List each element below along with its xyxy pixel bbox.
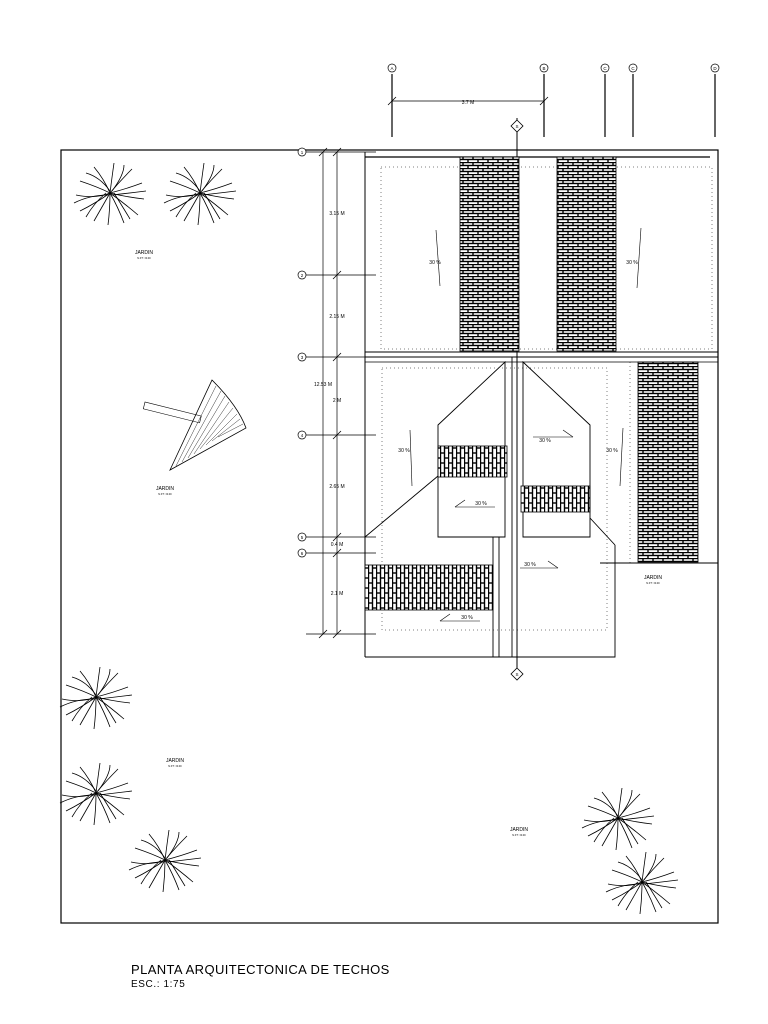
axis-label-c1: C: [603, 66, 607, 71]
axis-label-6: 6: [301, 551, 304, 556]
drawing-scale: ESC.: 1:75: [131, 979, 186, 990]
slope-label-6: 30 %: [475, 501, 487, 507]
garden-label: JARDIN: [166, 758, 184, 764]
dimension-segment-1: 3.15 M: [329, 211, 344, 217]
slope-label-5: 30 %: [606, 448, 618, 454]
axis-label-5: 5: [301, 535, 304, 540]
top-axis-bubbles: [387, 63, 720, 73]
site-boundary: [60, 149, 719, 924]
garden-level: N.P.T. ±0.00: [512, 834, 526, 837]
dimension-segment-4: 2.65 M: [329, 484, 344, 490]
central-roofs: [364, 357, 718, 658]
brick-strip-4: [437, 445, 508, 478]
section-mark-bottom: S: [515, 672, 518, 677]
top-axis-lines: [387, 74, 716, 137]
garden-level: N.P.T. ±0.00: [646, 582, 660, 585]
garden-level: N.P.T. ±0.00: [158, 493, 172, 496]
left-axis-bubbles: [297, 147, 307, 558]
garden-label: JARDIN: [644, 575, 662, 581]
dimension-total: 12.53 M: [314, 382, 332, 388]
dimension-segment-3: 2 M: [333, 398, 341, 404]
brick-strip-2: [556, 156, 617, 352]
garden-label: JARDIN: [156, 486, 174, 492]
slope-label-2: 30 %: [626, 260, 638, 266]
dimension-segment-5: 0.4 M: [331, 542, 344, 548]
axis-label-b: B: [542, 66, 545, 71]
axis-label-c2: C: [631, 66, 635, 71]
fan-planter: [142, 379, 247, 471]
left-dimension-ticks: [318, 147, 342, 639]
brick-strip-3: [637, 361, 699, 563]
axis-label-d: D: [713, 66, 717, 71]
plant-icon: [128, 829, 202, 893]
slope-arrows: [409, 227, 642, 622]
drawing-title: PLANTA ARQUITECTONICA DE TECHOS: [131, 962, 390, 977]
plant-icon: [581, 787, 655, 851]
slope-label-7: 30 %: [524, 562, 536, 568]
slope-label-1: 30 %: [429, 260, 441, 266]
plant-icon: [163, 162, 237, 226]
garden-label: JARDIN: [135, 250, 153, 256]
plant-icon: [605, 851, 679, 915]
slope-label-4: 30 %: [539, 438, 551, 444]
left-axis-lines: [306, 151, 376, 635]
garden-level: N.P.T. ±0.00: [137, 257, 151, 260]
axis-label-1: 1: [301, 150, 304, 155]
dimension-segment-6: 2.1 M: [331, 591, 344, 597]
slope-label-8: 30 %: [461, 615, 473, 621]
dimension-segment-2: 2.15 M: [329, 314, 344, 320]
plant-icon: [59, 666, 133, 730]
section-mark-top: S: [515, 124, 518, 129]
slope-label-3: 30 %: [398, 448, 410, 454]
brick-strip-1: [459, 156, 520, 352]
axis-label-a: A: [390, 66, 393, 71]
axis-label-4: 4: [301, 433, 304, 438]
axis-label-2: 2: [301, 273, 304, 278]
brick-strip-5: [520, 485, 591, 513]
plant-icon: [59, 762, 133, 826]
plant-icon: [73, 162, 147, 226]
dimension-top: 3.7 M: [462, 100, 475, 106]
garden-label: JARDIN: [510, 827, 528, 833]
garden-level: N.P.T. ±0.00: [168, 765, 182, 768]
brick-strip-6: [364, 564, 494, 611]
axis-label-3: 3: [301, 355, 304, 360]
